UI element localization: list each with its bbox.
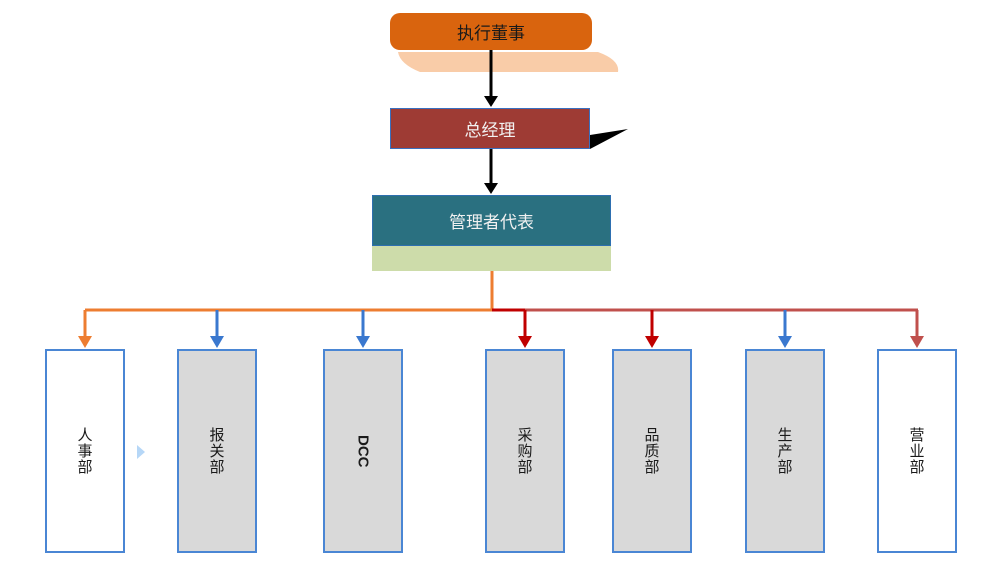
dept-production: 生产部 — [745, 349, 825, 553]
arrowhead-gm-to-mr — [484, 183, 498, 194]
management-rep-label: 管理者代表 — [449, 213, 534, 233]
gm-shadow-triangle — [590, 129, 628, 149]
executive-director-label: 执行董事 — [457, 24, 525, 44]
branch-arrowhead — [78, 336, 92, 348]
top-node-shadow — [398, 52, 619, 72]
dept-sales: 营业部 — [877, 349, 957, 553]
general-manager-node: 总经理 — [390, 108, 590, 149]
dept-purchasing: 采购部 — [485, 349, 565, 553]
branch-arrowhead — [518, 336, 532, 348]
general-manager-label: 总经理 — [464, 121, 516, 141]
dept-label: 营业部 — [907, 427, 926, 475]
branch-arrowhead — [356, 336, 370, 348]
arrowhead-top-to-gm — [484, 96, 498, 107]
dept-label: 人事部 — [75, 427, 94, 475]
branch-arrowhead — [210, 336, 224, 348]
small-triangle-icon — [137, 445, 145, 459]
branch-arrowhead — [645, 336, 659, 348]
branch-arrowhead — [778, 336, 792, 348]
dept-label: 报关部 — [207, 427, 226, 475]
dept-label: 品质部 — [642, 427, 661, 475]
dept-hr: 人事部 — [45, 349, 125, 553]
dept-customs: 报关部 — [177, 349, 257, 553]
dept-label: 生产部 — [775, 427, 794, 475]
management-rep-node: 管理者代表 — [372, 195, 611, 246]
dept-label: DCC — [354, 434, 372, 468]
branch-arrowhead — [910, 336, 924, 348]
executive-director-node: 执行董事 — [390, 13, 592, 50]
dept-quality: 品质部 — [612, 349, 692, 553]
management-rep-subbar — [372, 246, 611, 271]
dept-dcc: DCC — [323, 349, 403, 553]
dept-label: 采购部 — [515, 427, 534, 475]
